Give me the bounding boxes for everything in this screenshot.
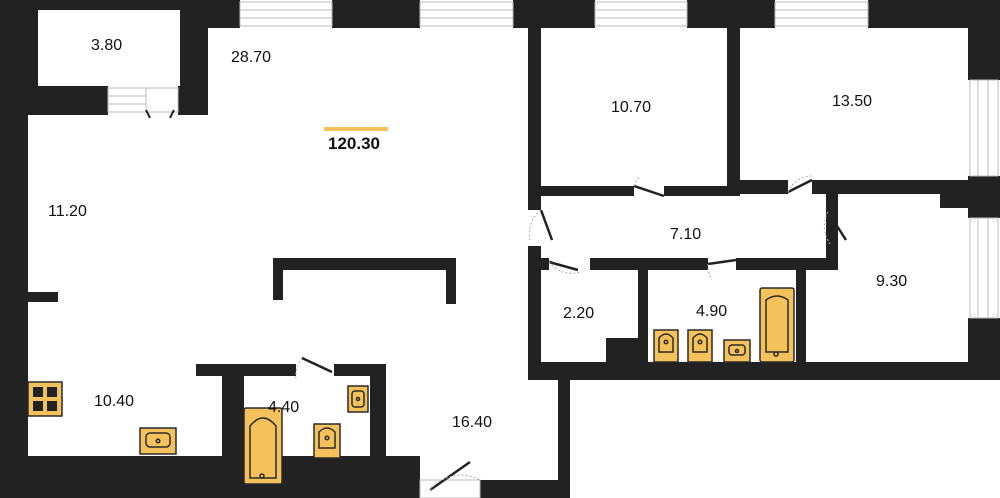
- wall-balcony-bottom: [28, 86, 108, 115]
- room-area-bedroom-3: 9.30: [876, 273, 907, 290]
- window-top-1: [239, 1, 333, 27]
- wall-bed2-bottom-b: [812, 180, 968, 194]
- door-corridor-left[interactable]: [528, 209, 554, 241]
- door-storage[interactable]: [548, 260, 581, 274]
- wall-bed2-bottom: [740, 180, 788, 194]
- room-area-entrance-hall: 16.40: [452, 414, 492, 431]
- room-area-bathroom-2: 4.40: [268, 399, 299, 416]
- door-bathroom-1[interactable]: [707, 258, 737, 281]
- bathtub-icon: [759, 287, 795, 363]
- wall-balcony-stub: [178, 86, 208, 115]
- wall-corridor-bottom-b: [736, 258, 826, 270]
- room-area-bathroom-1: 4.90: [696, 303, 727, 320]
- doors: [145, 87, 848, 498]
- wall-bed1-bottom-b: [664, 186, 740, 196]
- wall-bed1-right: [727, 20, 740, 188]
- total-area-label: 120.30: [328, 134, 380, 153]
- window-top-4: [774, 1, 869, 27]
- wall-top-left: [10, 0, 240, 10]
- wall-top-to-window: [208, 0, 240, 28]
- wall-storage-top: [541, 258, 549, 270]
- sink-icon: [723, 339, 751, 363]
- wall-partition-right: [446, 258, 456, 304]
- toilet-icon: [687, 329, 713, 363]
- wall-bed3-left: [826, 194, 838, 270]
- wall-bath1-right: [796, 258, 806, 380]
- room-area-bedroom-1: 10.70: [611, 99, 651, 116]
- bathtub-icon: [243, 407, 283, 485]
- wall-corridor-left: [528, 246, 541, 380]
- total-area-accent-bar: [324, 127, 388, 131]
- window-balcony: [107, 87, 147, 113]
- wall-bed1-bottom: [541, 186, 634, 196]
- wall-top-mid: [332, 0, 420, 28]
- window-top-2: [419, 1, 514, 27]
- toilet-icon: [313, 423, 341, 459]
- wall-bottom-main: [530, 362, 1000, 380]
- door-bedroom-3[interactable]: [823, 211, 848, 245]
- room-area-storage: 2.20: [563, 305, 594, 322]
- door-balcony[interactable]: [145, 87, 179, 119]
- stove-icon: [27, 381, 63, 417]
- wall-bottom-entry: [558, 376, 570, 498]
- wall-kitchen-top: [196, 364, 296, 376]
- wall-top-mid2: [513, 0, 595, 28]
- toilet-icon: [653, 329, 679, 363]
- windows: [107, 1, 999, 319]
- window-right-1: [969, 79, 999, 177]
- wall-partition-left: [273, 258, 283, 300]
- wall-storage-right: [638, 258, 648, 380]
- room-area-balcony: 3.80: [91, 37, 122, 54]
- room-area-hall-left: 11.20: [48, 203, 87, 220]
- wall-partition-top: [273, 258, 456, 270]
- door-bedroom-1[interactable]: [633, 175, 665, 198]
- door-bathroom-2[interactable]: [295, 356, 333, 381]
- room-area-bedroom-2: 13.50: [832, 93, 872, 110]
- wall-hall-stub: [28, 292, 58, 302]
- wall-storage-block: [606, 338, 648, 380]
- window-right-2: [969, 217, 999, 319]
- sink-icon: [347, 385, 369, 413]
- wall-bottom-right: [480, 480, 570, 498]
- wall-left-top: [0, 0, 38, 90]
- fixtures: [27, 287, 795, 485]
- wall-living-right: [528, 20, 541, 210]
- window-top-3: [594, 1, 688, 27]
- door-bedroom-2[interactable]: [787, 175, 813, 194]
- door-entrance[interactable]: [419, 460, 481, 498]
- room-area-corridor: 7.10: [670, 226, 701, 243]
- wall-kitchen-right: [222, 364, 244, 498]
- room-area-living: 28.70: [231, 49, 271, 66]
- wall-right-top: [968, 0, 1000, 80]
- sink-icon: [139, 427, 177, 455]
- wall-corridor-bottom-a: [590, 258, 708, 270]
- room-area-kitchen: 10.40: [94, 393, 134, 410]
